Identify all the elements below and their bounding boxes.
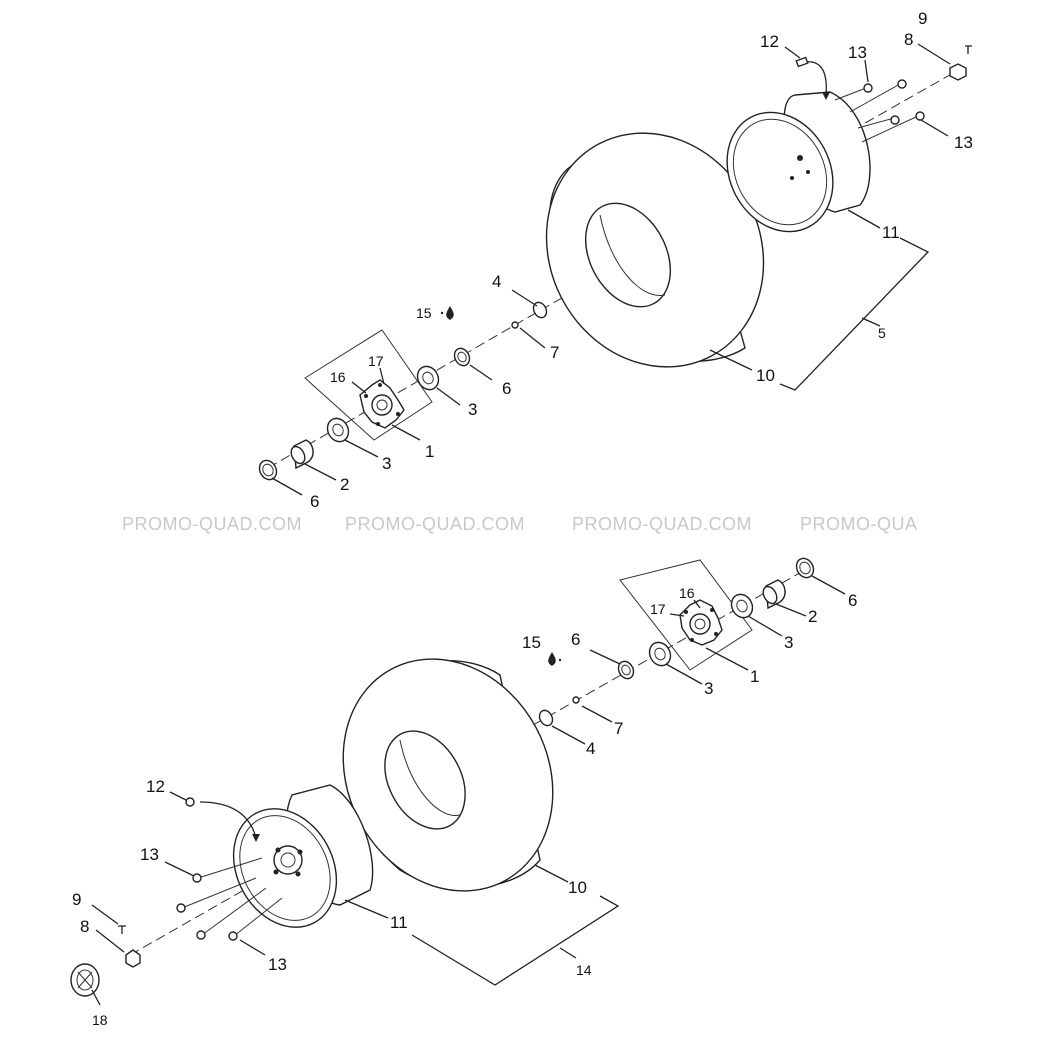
- callout-label: 17: [368, 353, 384, 369]
- watermark-text: PROMO-QUAD.COM: [572, 514, 752, 534]
- callout-label: 18: [92, 1012, 108, 1028]
- washer: [511, 321, 519, 329]
- hub-outline: [304, 329, 433, 441]
- callout-label: 3: [704, 679, 713, 698]
- callout-label: 16: [679, 585, 695, 601]
- valve-arrow: [804, 61, 827, 96]
- callout-label: 10: [756, 366, 775, 385]
- callout-label: 15: [522, 633, 541, 652]
- axle-nut: [125, 949, 141, 968]
- bottom-wheel-assembly: 6 2 3 16 17 1 3 6 15 7 4 10 11 14 12 13 …: [70, 557, 857, 1028]
- spacer-ring: [453, 347, 471, 367]
- washer: [572, 696, 580, 704]
- cotter-pin: [965, 45, 972, 54]
- callout-label: 9: [72, 890, 81, 909]
- callout-label: 6: [310, 492, 319, 511]
- valve-stem: [795, 56, 809, 68]
- wheel-nuts: [834, 79, 925, 143]
- callout-label: 10: [568, 878, 587, 897]
- bearing: [326, 417, 350, 443]
- callout-label: 15: [416, 305, 432, 321]
- callout-label: 4: [492, 272, 501, 291]
- callout-label: 2: [808, 607, 817, 626]
- hub: [359, 379, 405, 429]
- rim: [232, 784, 374, 928]
- callout-label: 9: [918, 9, 927, 28]
- watermark: PROMO-QUAD.COM PROMO-QUAD.COM PROMO-QUAD…: [122, 514, 918, 534]
- seal: [538, 709, 554, 727]
- callout-label: 13: [268, 955, 287, 974]
- callout-label: 1: [750, 667, 759, 686]
- callout-label: 13: [954, 133, 973, 152]
- callout-label: 3: [784, 633, 793, 652]
- callout-label: 14: [576, 962, 592, 978]
- hub-outline: [619, 559, 753, 671]
- callout-label: 12: [146, 777, 165, 796]
- grease-drop-icon: [446, 306, 454, 320]
- callout-label: 6: [848, 591, 857, 610]
- bearing: [648, 641, 672, 667]
- callout-label: 8: [904, 30, 913, 49]
- callout-label: 2: [340, 475, 349, 494]
- callout-label: 11: [390, 913, 408, 932]
- callout-label: 7: [550, 343, 559, 362]
- callout-label: 4: [586, 739, 595, 758]
- axle-nut: [949, 63, 967, 81]
- callout-label: 3: [382, 454, 391, 473]
- rim: [726, 91, 871, 233]
- callout-label: 3: [468, 400, 477, 419]
- watermark-text: PROMO-QUAD.COM: [122, 514, 302, 534]
- valve-arrow: [199, 801, 257, 839]
- hub: [679, 599, 723, 646]
- valve-stem: [185, 797, 195, 807]
- tire: [545, 132, 765, 368]
- callout-label: 11: [882, 223, 900, 242]
- watermark-text: PROMO-QUAD.COM: [345, 514, 525, 534]
- top-wheel-assembly: 4 15 7 6 3 17 16 1 3 2 6 10 5 11 13 13 1…: [258, 9, 973, 511]
- seal: [532, 301, 548, 319]
- callout-label: 7: [614, 719, 623, 738]
- callout-label: 12: [760, 32, 779, 51]
- callout-label: 1: [425, 442, 434, 461]
- callout-label: 6: [502, 379, 511, 398]
- wheel-nuts: [176, 857, 283, 941]
- callout-label: 5: [878, 325, 886, 341]
- callout-label: 6: [571, 630, 580, 649]
- bearing: [730, 593, 754, 619]
- cotter-pin: [118, 925, 126, 934]
- oil-seal: [258, 459, 278, 481]
- spacer-ring: [617, 660, 635, 680]
- callout-label: 8: [80, 917, 89, 936]
- hub-cap: [70, 963, 100, 997]
- callout-label: 13: [848, 43, 867, 62]
- grease-drop-icon: [548, 652, 556, 666]
- callout-label: 13: [140, 845, 159, 864]
- callout-label: 16: [330, 369, 346, 385]
- tire: [342, 658, 554, 892]
- watermark-text: PROMO-QUA: [800, 514, 918, 534]
- callout-label: 17: [650, 601, 666, 617]
